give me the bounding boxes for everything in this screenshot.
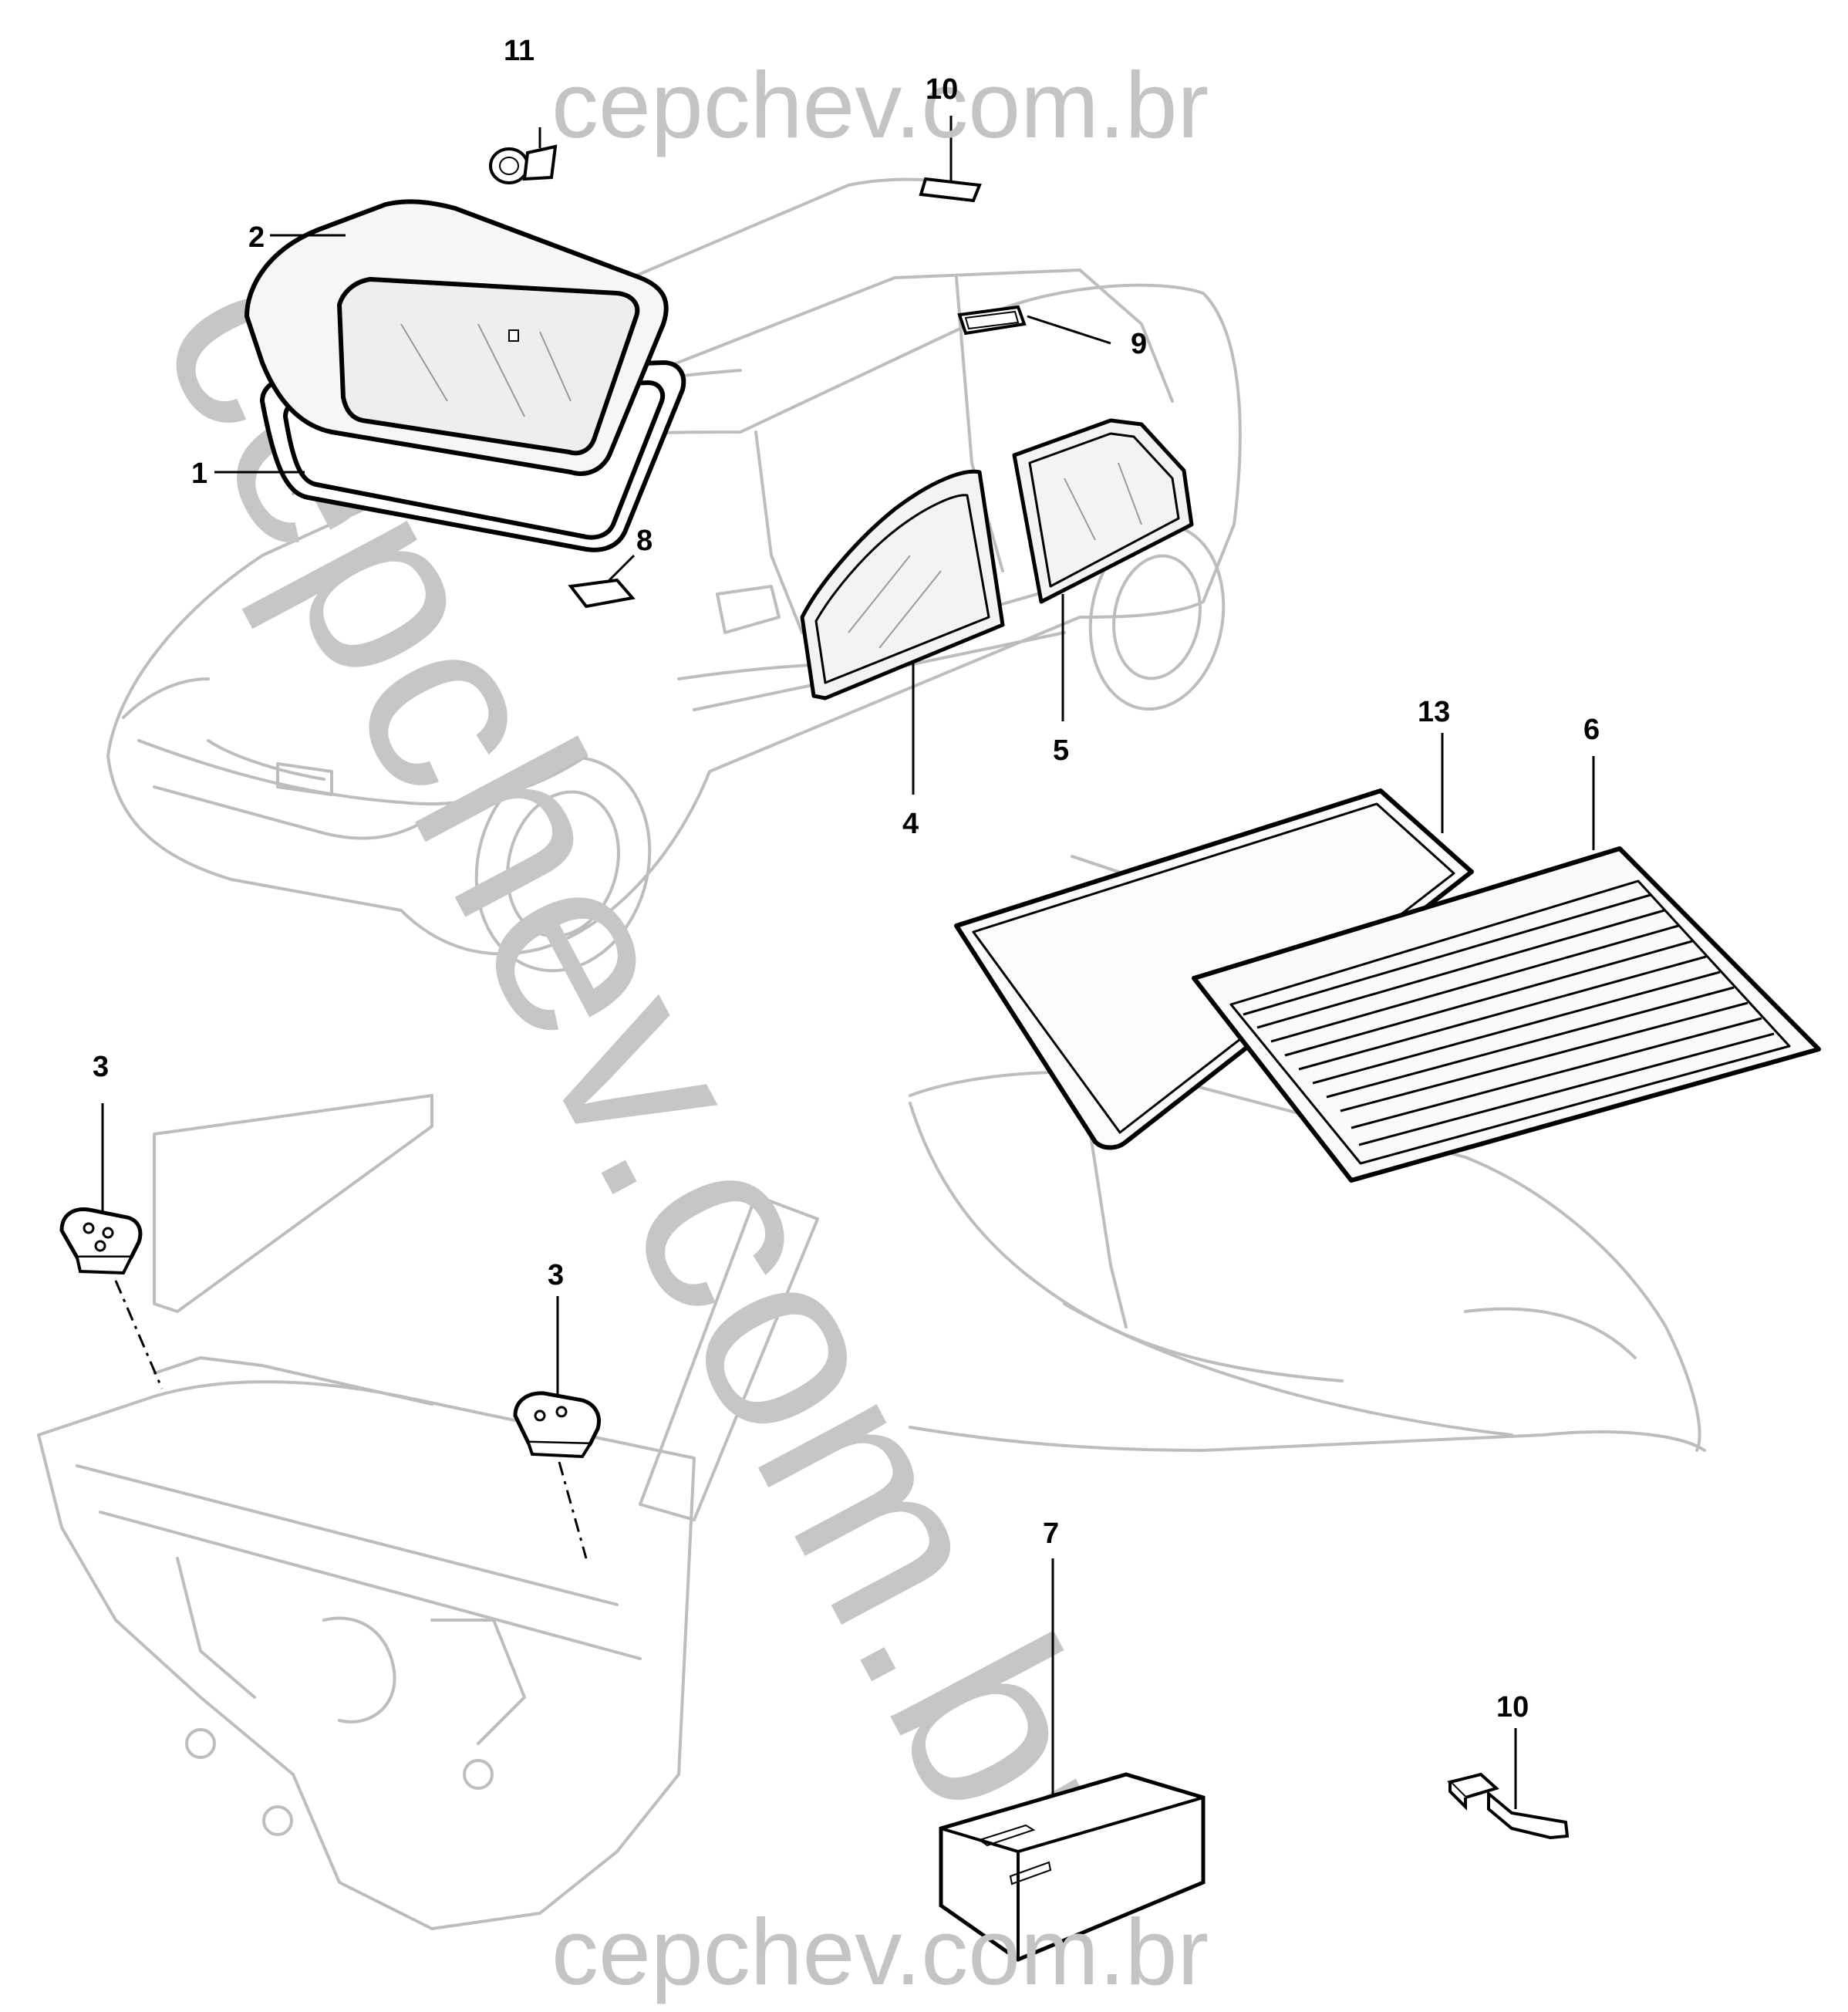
- callout-3-left: 3: [93, 1051, 109, 1083]
- callout-3-right: 3: [548, 1259, 564, 1291]
- part-windshield-molding: [244, 199, 669, 476]
- part-rear-window-glass: [1192, 756, 1821, 1183]
- callout-2: 2: [248, 221, 265, 254]
- callout-11: 11: [504, 35, 535, 67]
- part-spacer-block-top: [919, 116, 982, 203]
- callout-4: 4: [902, 808, 919, 840]
- callout-7: 7: [1043, 1517, 1059, 1550]
- callout-10-bottom: 10: [1496, 1691, 1529, 1723]
- callout-13: 13: [1418, 696, 1450, 728]
- part-spacer-block-bottom: [1447, 1728, 1570, 1840]
- watermark-top: cepchev.com.br: [551, 52, 1209, 157]
- part-front-door-glass: [800, 469, 1005, 795]
- callout-6: 6: [1583, 714, 1600, 746]
- car-front-ghost-outline: [106, 177, 1242, 973]
- callout-1: 1: [191, 457, 207, 490]
- part-vent: [957, 305, 1111, 345]
- callout-10-top: 10: [926, 73, 958, 106]
- part-pad: [568, 554, 636, 609]
- callout-8: 8: [636, 525, 653, 557]
- part-mount-right: [513, 1296, 601, 1559]
- part-clip: [489, 127, 558, 184]
- callout-9: 9: [1131, 328, 1147, 360]
- defroster-lines: [1243, 893, 1775, 1146]
- dash-panel-ghost-outline: [37, 1094, 819, 1930]
- part-rear-door-glass: [1012, 418, 1194, 721]
- part-mount-left: [59, 1103, 164, 1389]
- part-glass-kit-box: [939, 1558, 1206, 1962]
- watermark-bottom: cepchev.com.br: [551, 1899, 1209, 2004]
- callout-5: 5: [1053, 734, 1069, 767]
